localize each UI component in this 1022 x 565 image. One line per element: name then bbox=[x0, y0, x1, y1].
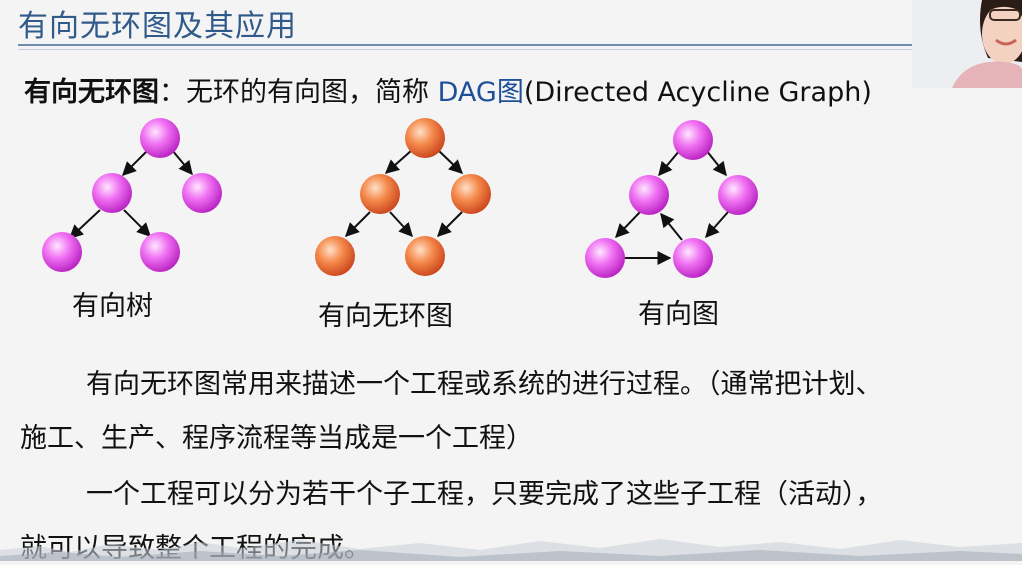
digraph-node bbox=[718, 175, 758, 215]
caption-directed-tree: 有向树 bbox=[72, 291, 153, 322]
slide-title: 有向无环图及其应用 bbox=[18, 9, 297, 44]
digraph-edge bbox=[658, 149, 681, 177]
caption-dag: 有向无环图 bbox=[318, 301, 453, 332]
definition-text: ：无环的有向图，简称 bbox=[159, 77, 438, 108]
presenter-webcam bbox=[912, 0, 1022, 88]
tree-node bbox=[140, 118, 180, 158]
tree-node bbox=[92, 173, 132, 213]
dag-abbreviation: DAG图 bbox=[437, 77, 524, 108]
dag-edge bbox=[345, 211, 371, 237]
dag-graph bbox=[315, 118, 491, 276]
paragraph-line-2: 施工、生产、程序流程等当成是一个工程） bbox=[20, 423, 533, 454]
dag-edge bbox=[389, 211, 413, 238]
tree-node bbox=[182, 173, 222, 213]
tree-node bbox=[42, 232, 82, 272]
digraph-node bbox=[673, 120, 713, 160]
digraph-node bbox=[629, 175, 669, 215]
directed-tree-graph bbox=[42, 118, 222, 272]
dag-edge bbox=[437, 211, 463, 237]
digraph-node bbox=[585, 238, 625, 278]
dag-full-name: (Directed Acycline Graph) bbox=[523, 77, 872, 108]
tree-edge bbox=[171, 149, 193, 176]
definition-term: 有向无环图 bbox=[24, 77, 159, 108]
tree-node bbox=[140, 232, 180, 272]
paragraph-line-1: 有向无环图常用来描述一个工程或系统的进行过程。（通常把计划、 bbox=[86, 369, 883, 400]
tree-edge bbox=[68, 209, 101, 239]
digraph-edge bbox=[705, 149, 727, 177]
paragraph-line-3: 一个工程可以分为若干个子工程，只要完成了这些子工程（活动）， bbox=[86, 479, 883, 510]
directed-graph bbox=[585, 120, 758, 278]
dag-edge bbox=[384, 149, 413, 174]
definition-line: 有向无环图：无环的有向图，简称 DAG图(Directed Acycline G… bbox=[24, 70, 872, 109]
digraph-node bbox=[673, 238, 713, 278]
digraph-edge bbox=[705, 211, 729, 239]
title-divider bbox=[18, 44, 918, 46]
digraph-edge bbox=[615, 211, 641, 239]
digraph-edge bbox=[660, 212, 683, 241]
mountain-decoration bbox=[0, 539, 1022, 561]
tree-edge bbox=[122, 149, 149, 176]
tree-edge bbox=[123, 209, 151, 237]
graph-illustrations bbox=[42, 118, 758, 278]
caption-directed-graph: 有向图 bbox=[638, 299, 719, 330]
dag-node bbox=[451, 174, 491, 214]
title-divider-thin bbox=[18, 49, 918, 50]
dag-node bbox=[315, 236, 355, 276]
dag-node bbox=[360, 174, 400, 214]
dag-node bbox=[405, 118, 445, 158]
dag-edge bbox=[437, 149, 464, 174]
presenter-avatar bbox=[912, 0, 1022, 88]
dag-node bbox=[405, 236, 445, 276]
